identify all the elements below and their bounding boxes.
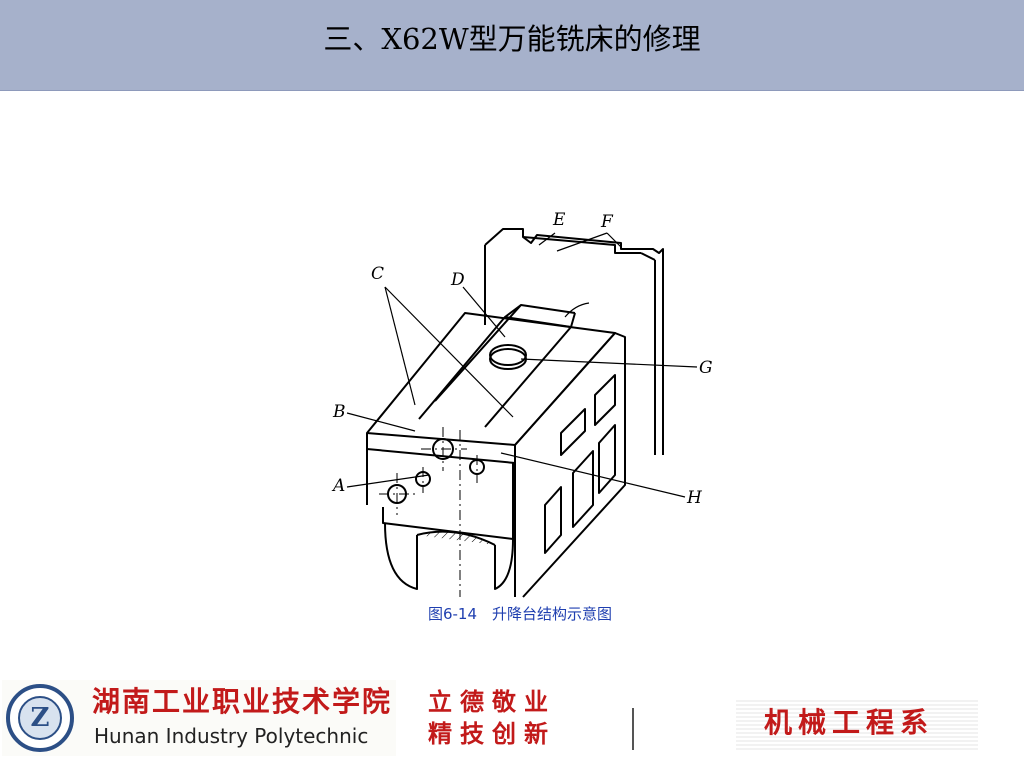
motto-line-1: 立德敬业 xyxy=(428,687,556,716)
motto: 立德敬业 精技创新 xyxy=(428,686,556,750)
figure-caption: 图6-14 升降台结构示意图 xyxy=(427,605,613,623)
label-g: G xyxy=(699,358,713,378)
school-name-en: Hunan Industry Polytechnic xyxy=(94,724,369,748)
slide-title: 三、X62W型万能铣床的修理 xyxy=(323,22,701,56)
department-banner: 机械工程系 xyxy=(736,698,978,750)
motto-line-2: 精技创新 xyxy=(428,719,556,748)
lifting-table-diagram: C D E F G B A H xyxy=(331,210,713,598)
school-logo: Z 湖南工业职业技术学院 Hunan Industry Polytechnic xyxy=(2,680,396,756)
school-seal-icon: Z xyxy=(6,684,74,752)
title-bar: 三、X62W型万能铣床的修理 xyxy=(0,0,1024,91)
label-e: E xyxy=(552,210,566,230)
label-d: D xyxy=(450,270,465,290)
label-b: B xyxy=(332,402,346,422)
label-a: A xyxy=(331,476,345,496)
footer-divider xyxy=(632,708,634,750)
footer: Z 湖南工业职业技术学院 Hunan Industry Polytechnic … xyxy=(0,678,1024,766)
department-name: 机械工程系 xyxy=(764,706,935,739)
label-c: C xyxy=(371,264,384,284)
school-name-cn: 湖南工业职业技术学院 xyxy=(92,685,393,718)
label-f: F xyxy=(600,212,614,232)
label-h: H xyxy=(686,488,703,508)
